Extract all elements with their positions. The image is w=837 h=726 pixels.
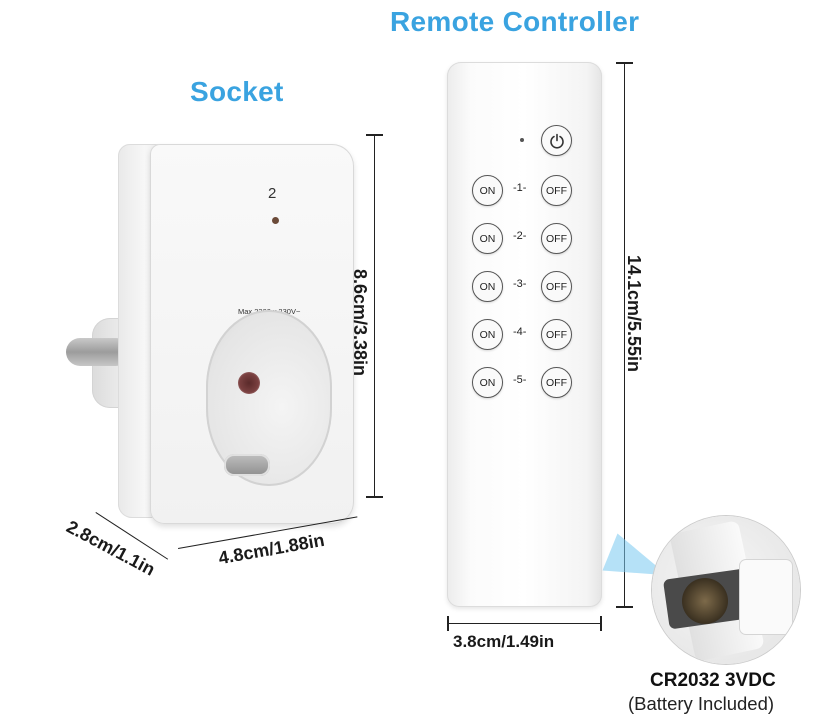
socket-height-cap-bottom xyxy=(366,496,383,498)
on-button-4[interactable]: ON xyxy=(472,319,503,350)
battery-compartment-inset xyxy=(652,516,800,664)
on-button-3[interactable]: ON xyxy=(472,271,503,302)
remote-height-cap-top xyxy=(616,62,633,64)
coin-battery-icon xyxy=(682,578,728,624)
off-button-4[interactable]: OFF xyxy=(541,319,572,350)
battery-note: (Battery Included) xyxy=(628,693,775,714)
socket-heading: Socket xyxy=(190,76,284,107)
remote-width-cap-right xyxy=(600,616,602,631)
battery-type: CR2032 3VDC xyxy=(650,670,776,691)
off-button-5[interactable]: OFF xyxy=(541,367,572,398)
remote-width-cap-left xyxy=(447,616,449,631)
socket-depth-label: 2.8cm/1.1in xyxy=(63,516,159,580)
channel-label-5: -5- xyxy=(513,374,527,386)
remote-height-cap-bottom xyxy=(616,606,633,608)
power-button[interactable] xyxy=(541,125,572,156)
socket-indicator-led xyxy=(272,217,279,224)
remote-width-line xyxy=(447,623,602,624)
remote-height-label: 14.1cm/5.55in xyxy=(624,254,645,373)
on-button-2[interactable]: ON xyxy=(472,223,503,254)
inset-battery-cover xyxy=(740,560,792,634)
remote-led xyxy=(520,138,524,142)
socket-height-line xyxy=(374,134,375,498)
socket-height-label: 8.6cm/3.38in xyxy=(350,268,371,377)
channel-label-2: -2- xyxy=(513,230,527,242)
remote-height-line xyxy=(624,62,625,608)
power-icon xyxy=(549,133,564,149)
off-button-1[interactable]: OFF xyxy=(541,175,572,206)
channel-label-3: -3- xyxy=(513,278,527,290)
socket-height-cap-top xyxy=(366,134,383,136)
socket-channel-number: 2 xyxy=(268,185,277,202)
channel-label-4: -4- xyxy=(513,326,527,338)
off-button-3[interactable]: OFF xyxy=(541,271,572,302)
on-button-1[interactable]: ON xyxy=(472,175,503,206)
remote-heading: Remote Controller xyxy=(390,6,640,37)
socket-earth-clip xyxy=(224,454,270,476)
off-button-2[interactable]: OFF xyxy=(541,223,572,254)
on-button-5[interactable]: ON xyxy=(472,367,503,398)
socket-width-label: 4.8cm/1.88in xyxy=(216,529,326,569)
remote-width-label: 3.8cm/1.49in xyxy=(453,632,555,651)
socket-outlet-hole xyxy=(238,372,260,394)
channel-label-1: -1- xyxy=(513,182,527,194)
